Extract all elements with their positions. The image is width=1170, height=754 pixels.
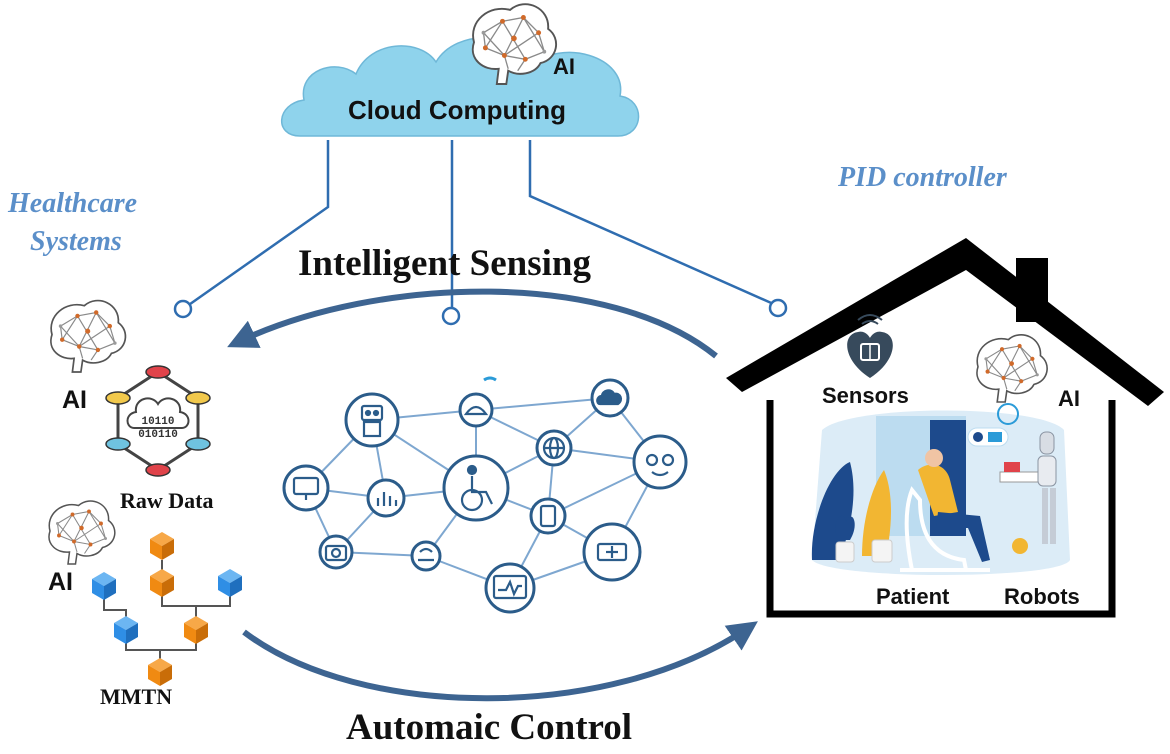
bar-chart-icon	[366, 478, 406, 518]
connector-node-left	[173, 299, 193, 319]
ai-brain-icon-2	[48, 500, 116, 565]
robots-label: Robots	[1004, 584, 1080, 609]
ai-brain-icon-house	[976, 333, 1048, 403]
healthcare-label-line1: Healthcare	[8, 188, 138, 219]
raw-data-bits-2: 010110	[138, 429, 178, 441]
house-ai-label: AI	[1058, 386, 1080, 411]
automatic-control-arrow	[242, 621, 758, 702]
ai-label-raw-data: AI	[62, 386, 87, 414]
wheelchair-icon	[442, 454, 510, 522]
healthcare-label-line2: Systems	[30, 226, 122, 257]
sensor-heart-icon	[847, 314, 893, 378]
ai-brain-icon-1	[50, 299, 127, 373]
camera-icon	[318, 534, 354, 570]
monitor-icon	[282, 464, 330, 512]
connector-node-right	[768, 298, 788, 318]
nurse-cap-icon	[458, 392, 494, 428]
cloud-computing-shape	[281, 37, 640, 137]
mmtn-label: MMTN	[100, 684, 173, 709]
house-roof	[726, 238, 1164, 406]
ai-label-mmtn: AI	[48, 568, 73, 596]
intelligent-sensing-label: Intelligent Sensing	[298, 243, 591, 284]
raw-data-bits-1: 10110	[141, 416, 174, 428]
patient-room-illustration	[811, 403, 1070, 575]
automatic-control-label: Automaic Control	[346, 707, 633, 748]
pid-controller-label: PID controller	[838, 162, 1007, 193]
network-wifi-arc	[483, 376, 497, 382]
cloud-connectors	[182, 140, 779, 312]
wifi-router-icon	[410, 540, 442, 572]
patient-label: Patient	[876, 584, 950, 609]
raw-data-icon	[105, 365, 211, 477]
elderly-face-icon	[632, 434, 688, 490]
cloud-ai-label: AI	[553, 54, 575, 79]
sensors-label: Sensors	[822, 383, 909, 408]
tablet-icon	[529, 497, 567, 535]
house-walls	[766, 400, 1116, 618]
mmtn-cubes	[92, 532, 242, 686]
cloud-computing-label: Cloud Computing	[348, 95, 567, 125]
raw-data-label: Raw Data	[120, 488, 214, 513]
intelligent-sensing-arrow	[227, 288, 718, 359]
connector-node-center	[441, 306, 461, 326]
network-node-glyphs	[292, 389, 675, 600]
